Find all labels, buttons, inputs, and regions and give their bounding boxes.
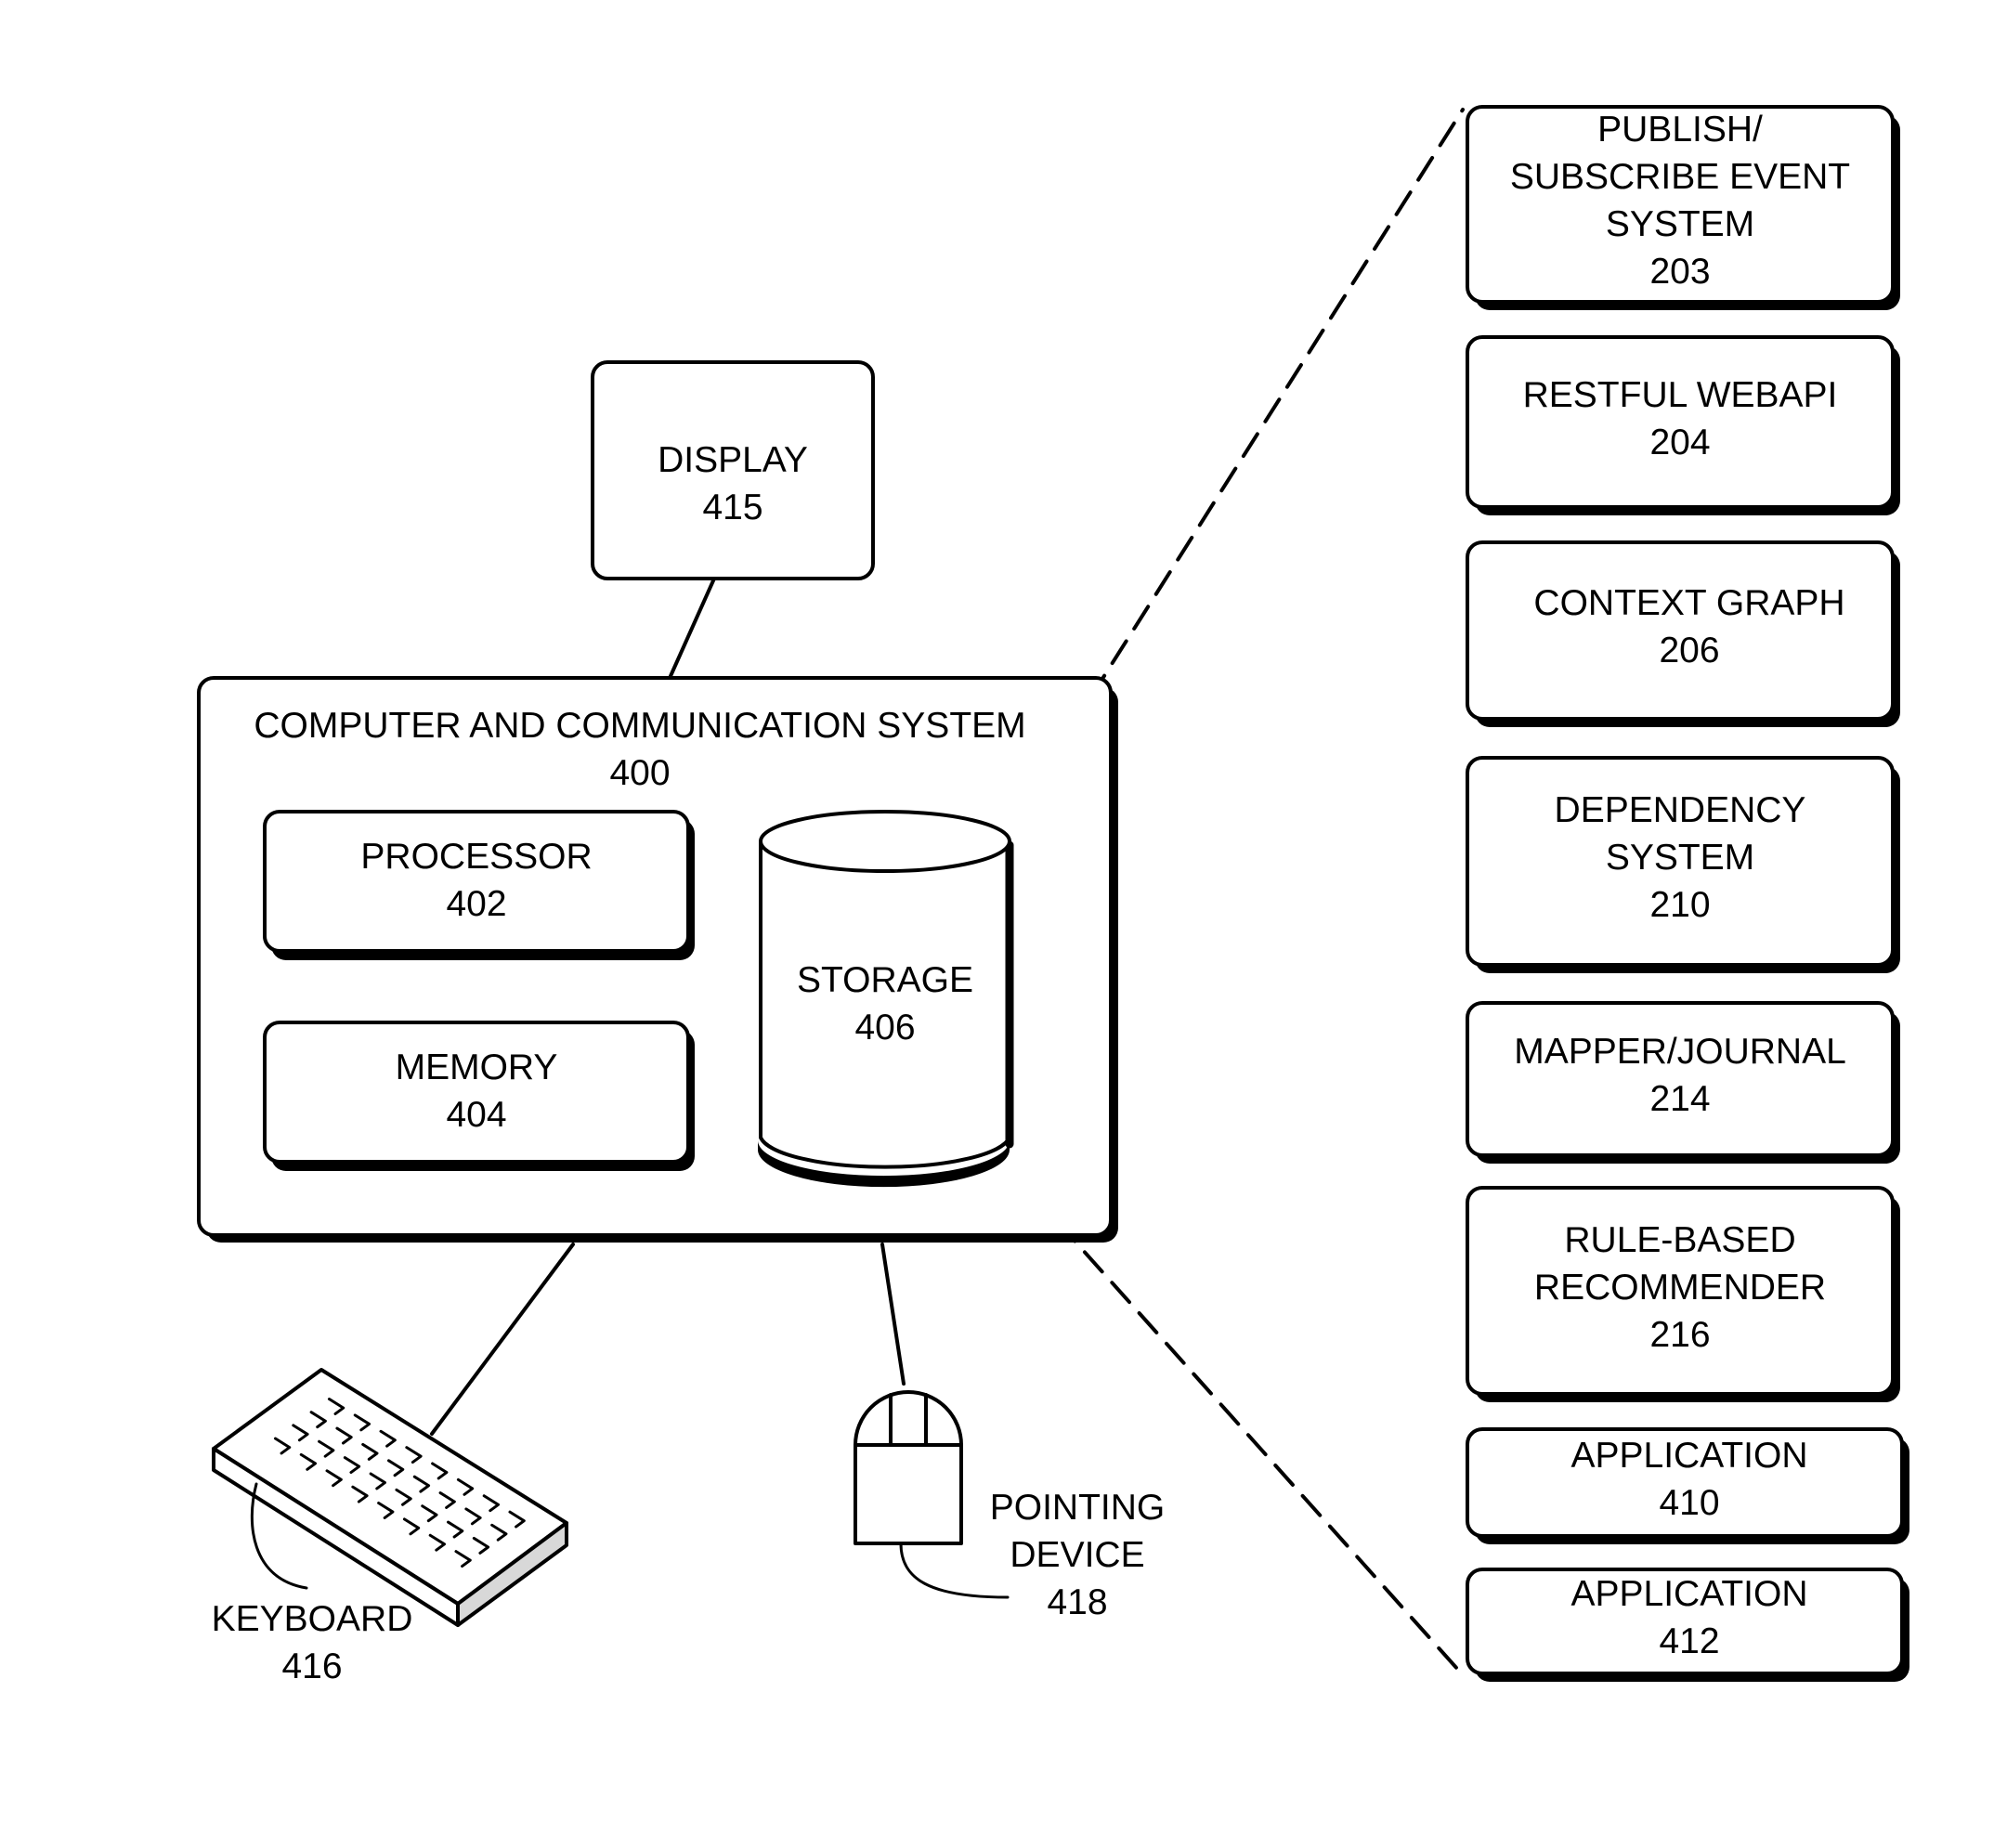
stack-label-line: PUBLISH/ (1467, 106, 1893, 153)
system-label: COMPUTER AND COMMUNICATION SYSTEM (199, 702, 1081, 749)
stack-label-number: 203 (1467, 248, 1893, 295)
memory-label: MEMORY (265, 1044, 688, 1091)
display-number: 415 (593, 484, 873, 531)
stack-label-number: 410 (1472, 1479, 1907, 1527)
stack-label: APPLICATION410 (1472, 1432, 1907, 1527)
memory-number: 404 (265, 1091, 688, 1139)
stack-label-line: APPLICATION (1472, 1570, 1907, 1618)
stack-label: APPLICATION412 (1472, 1570, 1907, 1665)
pointing-device-number: 418 (966, 1579, 1189, 1626)
keyboard-icon (214, 1370, 567, 1625)
stack-label: RULE-BASEDRECOMMENDER216 (1467, 1217, 1893, 1359)
storage-text: STORAGE 406 (761, 957, 1010, 1051)
stack-label-line: SYSTEM (1467, 834, 1893, 881)
pointing-device-line2: DEVICE (966, 1531, 1189, 1579)
processor-text: PROCESSOR 402 (265, 833, 688, 928)
keyboard-label: KEYBOARD (173, 1595, 451, 1643)
stack-label-number: 412 (1472, 1618, 1907, 1665)
stack-label-number: 214 (1467, 1075, 1893, 1123)
stack-label-number: 210 (1467, 881, 1893, 929)
pointing-device-text: POINTING DEVICE 418 (966, 1484, 1189, 1626)
processor-label: PROCESSOR (265, 833, 688, 880)
pointing-device-line1: POINTING (966, 1484, 1189, 1531)
stack-label-line: RECOMMENDER (1467, 1264, 1893, 1311)
display-connector (671, 579, 714, 676)
stack-label: MAPPER/JOURNAL214 (1467, 1028, 1893, 1123)
keyboard-connector (432, 1244, 573, 1434)
pointing-device-connector (882, 1244, 904, 1384)
stack-label: CONTEXT GRAPH206 (1477, 579, 1902, 674)
stack-label: DEPENDENCYSYSTEM210 (1467, 787, 1893, 929)
stack-label-line: CONTEXT GRAPH (1477, 579, 1902, 627)
memory-text: MEMORY 404 (265, 1044, 688, 1139)
stack-label-line: APPLICATION (1472, 1432, 1907, 1479)
stack-label-line: RESTFUL WEBAPI (1467, 371, 1893, 419)
stack-label-line: SYSTEM (1467, 201, 1893, 248)
processor-number: 402 (265, 880, 688, 928)
stack-label: RESTFUL WEBAPI204 (1467, 371, 1893, 466)
keyboard-number: 416 (173, 1643, 451, 1690)
stack-label: PUBLISH/SUBSCRIBE EVENTSYSTEM203 (1467, 106, 1893, 295)
stack-label-line: DEPENDENCY (1467, 787, 1893, 834)
system-number: 400 (199, 749, 1081, 797)
keyboard-text: KEYBOARD 416 (173, 1595, 451, 1690)
display-label: DISPLAY (593, 436, 873, 484)
stack-label-line: MAPPER/JOURNAL (1467, 1028, 1893, 1075)
stack-label-number: 204 (1467, 419, 1893, 466)
storage-number: 406 (761, 1004, 1010, 1051)
stack-label-line: RULE-BASED (1467, 1217, 1893, 1264)
stack-label-line: SUBSCRIBE EVENT (1467, 153, 1893, 201)
storage-label: STORAGE (761, 957, 1010, 1004)
system-title: COMPUTER AND COMMUNICATION SYSTEM 400 (199, 702, 1081, 797)
stack-label-number: 206 (1477, 627, 1902, 674)
stack-label-number: 216 (1467, 1311, 1893, 1359)
display-text: DISPLAY 415 (593, 436, 873, 531)
